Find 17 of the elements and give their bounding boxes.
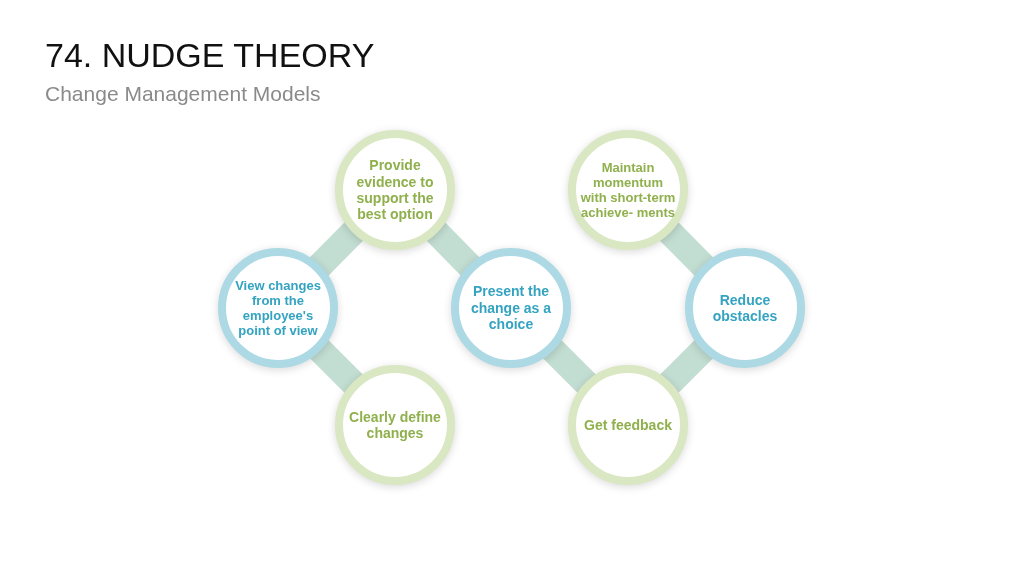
step-text: Reduce obstacles xyxy=(711,291,779,325)
step-text: Maintain momentum with short-term achieve- ments xyxy=(580,159,676,221)
step-circle xyxy=(335,130,455,250)
step-circle xyxy=(568,365,688,485)
step-text: Clearly define changes xyxy=(348,408,442,442)
connector-band xyxy=(308,338,365,395)
connector-band xyxy=(541,338,598,395)
step-circle xyxy=(451,248,571,368)
step-text: Present the change as a choice xyxy=(469,283,553,333)
subtitle: Change Management Models xyxy=(45,82,321,106)
step-text: Get feedback xyxy=(583,416,673,434)
step-text: View changes from the employee's point of view xyxy=(234,277,322,339)
step-text: Provide evidence to support the best option xyxy=(355,157,435,223)
connector-band xyxy=(658,220,715,278)
title: 74. NUDGE THEORY xyxy=(45,36,375,75)
connector-band xyxy=(308,220,365,278)
connector-band xyxy=(658,338,715,395)
